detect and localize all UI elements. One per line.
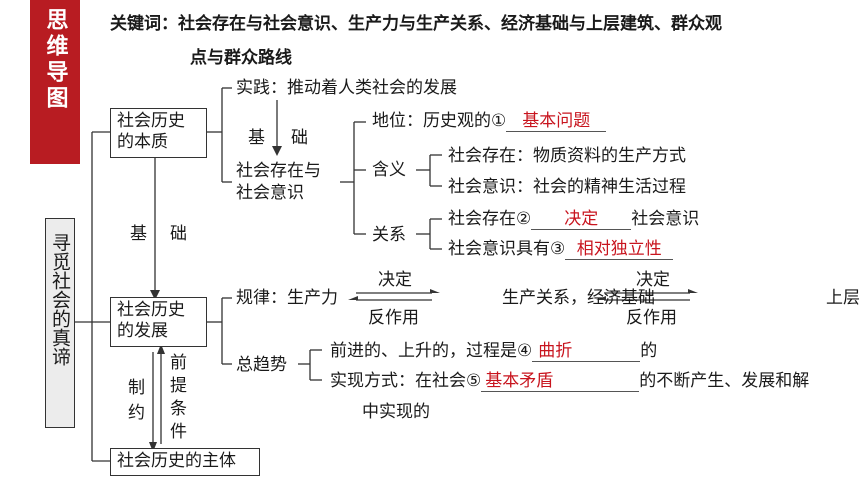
answer-5: 基本矛盾 bbox=[481, 371, 640, 392]
meaning-item-2: 社会意识：社会的精神生活过程 bbox=[448, 177, 686, 197]
law-label: 规律：生产力 bbox=[236, 288, 338, 308]
premise-char-4: 件 bbox=[170, 422, 187, 442]
subject-node: 社会历史的主体 bbox=[110, 448, 260, 476]
relation-1-prefix: 社会存在② bbox=[448, 209, 532, 229]
relation-1-suffix: 社会意识 bbox=[631, 209, 700, 229]
foundation-char-1: 基 bbox=[248, 128, 265, 148]
premise-char-2: 提 bbox=[170, 376, 187, 396]
relation-label: 关系 bbox=[372, 225, 406, 245]
trend-1-prefix: 前进的、上升的，过程是④ bbox=[330, 341, 533, 361]
position-label: 地位：历史观的① bbox=[372, 111, 507, 131]
premise-char-3: 条 bbox=[170, 399, 187, 419]
trend-2-suffix: 的不断产生、发展和解 bbox=[639, 371, 810, 391]
middle-foundation-char-1: 基 bbox=[130, 224, 147, 244]
trend-1-suffix: 的 bbox=[640, 341, 658, 361]
middle-foundation-char-2: 础 bbox=[170, 224, 187, 244]
answer-2: 决定 bbox=[531, 209, 632, 230]
essence-node-line2: 的本质 bbox=[117, 132, 168, 152]
existence-node: 社会存在与 社会意识 bbox=[236, 160, 321, 204]
mind-map-tag: 思维导图 bbox=[30, 0, 80, 164]
development-node: 社会历史 的发展 bbox=[110, 297, 207, 347]
trend-2-prefix: 实现方式：在社会⑤ bbox=[330, 371, 482, 391]
answer-4: 曲折 bbox=[532, 341, 641, 362]
meaning-label: 含义 bbox=[372, 160, 406, 180]
premise-char-1: 前 bbox=[170, 353, 187, 373]
mind-map-tag-text: 思维导图 bbox=[42, 8, 68, 112]
answer-1: 基本问题 bbox=[506, 111, 607, 132]
keywords-line-1: 关键词：社会存在与社会意识、生产力与生产关系、经济基础与上层建筑、群众观 bbox=[110, 14, 722, 34]
root-node: 寻觅社会的真谛 bbox=[45, 218, 75, 428]
keywords-label: 关键词： bbox=[110, 14, 178, 34]
root-node-text: 寻觅社会的真谛 bbox=[49, 233, 71, 366]
keywords-line-2: 点与群众路线 bbox=[190, 48, 292, 68]
practice-text: 实践：推动着人类社会的发展 bbox=[236, 78, 457, 98]
react-label-1: 反作用 bbox=[368, 308, 419, 328]
relation-2-prefix: 社会意识具有③ bbox=[448, 239, 566, 259]
restrict-char-1: 制 bbox=[128, 378, 145, 398]
production-relation-text: 生产关系，经济基础 bbox=[502, 288, 655, 308]
premise-label: 前 提 条 件 bbox=[170, 352, 187, 444]
decide-label-1: 决定 bbox=[378, 270, 412, 290]
trend-label: 总趋势 bbox=[236, 355, 287, 375]
react-label-2: 反作用 bbox=[626, 308, 677, 328]
decide-label-2: 决定 bbox=[636, 270, 670, 290]
trend-item-2-cont: 中实现的 bbox=[362, 402, 430, 422]
development-node-line1: 社会历史 bbox=[117, 300, 185, 320]
restrict-label: 制 约 bbox=[128, 376, 145, 426]
essence-node-line1: 社会历史 bbox=[117, 111, 185, 131]
development-node-line2: 的发展 bbox=[117, 321, 168, 341]
superstructure-text: 上层 bbox=[826, 288, 860, 308]
existence-node-line1: 社会存在与 bbox=[236, 161, 321, 181]
restrict-char-2: 约 bbox=[128, 403, 145, 423]
existence-node-line2: 社会意识 bbox=[236, 183, 304, 203]
meaning-item-1: 社会存在：物质资料的生产方式 bbox=[448, 146, 686, 166]
keywords-text-1: 社会存在与社会意识、生产力与生产关系、经济基础与上层建筑、群众观 bbox=[178, 14, 722, 34]
essence-node: 社会历史 的本质 bbox=[110, 108, 207, 158]
answer-3: 相对独立性 bbox=[565, 239, 674, 260]
foundation-char-2: 础 bbox=[291, 128, 308, 148]
